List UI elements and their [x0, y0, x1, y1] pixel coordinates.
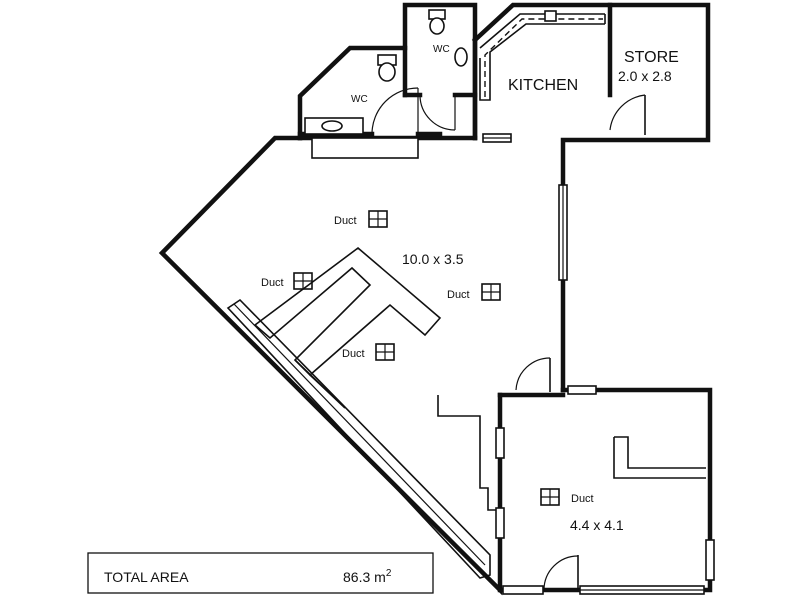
- grid-icon: [293, 272, 313, 290]
- room-size-office: 4.4 x 4.1: [570, 517, 624, 533]
- room-label-kitchen: KITCHEN: [508, 77, 578, 94]
- office-door[interactable]: [543, 555, 579, 591]
- diagonal-bench: [226, 298, 491, 579]
- total-area-value: 86.3 m2: [343, 568, 392, 585]
- duct-label: Duct: [447, 289, 470, 301]
- grid-icon: [368, 210, 388, 228]
- kitchen-bench: [479, 10, 606, 101]
- wc-right-fixtures: [428, 9, 468, 67]
- duct-label: Duct: [261, 277, 284, 289]
- hall-door[interactable]: [515, 357, 551, 392]
- room-label-wc-right: WC: [433, 44, 450, 55]
- reception-counter: [253, 246, 442, 409]
- wc-doors[interactable]: [371, 87, 456, 135]
- duct-label: Duct: [334, 215, 357, 227]
- total-area-number: 86.3 m: [343, 569, 386, 585]
- total-area-label: TOTAL AREA: [104, 569, 189, 585]
- room-size-store: 2.0 x 2.8: [618, 68, 672, 84]
- store-door[interactable]: [609, 94, 646, 140]
- grid-icon: [375, 343, 395, 361]
- office-details: [437, 385, 715, 595]
- total-area-unit: 2: [386, 568, 392, 579]
- duct-label: Duct: [571, 493, 594, 505]
- kitchen-window: [482, 133, 512, 143]
- total-area-box: TOTAL AREA 86.3 m2: [87, 552, 434, 594]
- sink-icon: [544, 10, 557, 22]
- room-size-main: 10.0 x 3.5: [402, 251, 464, 267]
- room-label-store: STORE: [624, 49, 679, 66]
- grid-icon: [481, 283, 501, 301]
- grid-icon: [540, 488, 560, 506]
- hall-window-right: [558, 184, 568, 281]
- outer-walls: [158, 2, 713, 596]
- wc-left-fixtures: [304, 54, 397, 135]
- duct-label: Duct: [342, 348, 365, 360]
- bench: [311, 137, 419, 159]
- duct-symbols: [293, 210, 560, 506]
- room-label-wc-left: WC: [351, 94, 368, 105]
